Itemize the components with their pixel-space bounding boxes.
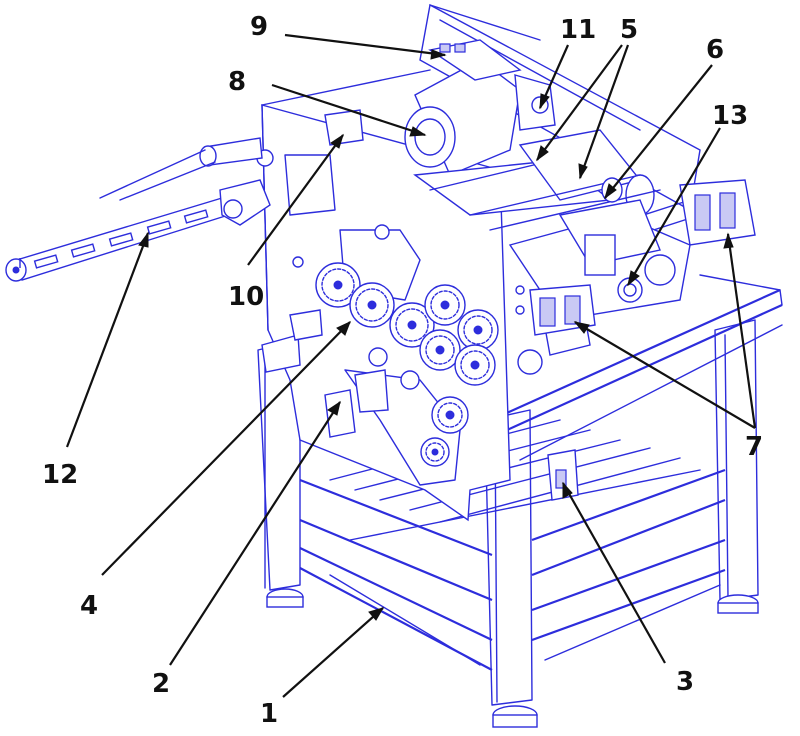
gear-i xyxy=(420,437,450,467)
leader-7b xyxy=(726,233,757,429)
leader-6 xyxy=(604,64,713,199)
leader-5a xyxy=(536,44,623,161)
callout-10: 10 xyxy=(228,282,264,312)
arrow-8 xyxy=(409,126,427,137)
leader-2 xyxy=(169,401,341,666)
callout-13: 13 xyxy=(712,101,748,131)
arrow-3 xyxy=(562,481,573,499)
arrow-7a xyxy=(573,321,590,334)
arrow-12 xyxy=(138,231,149,248)
arrow-9 xyxy=(430,49,447,60)
arrow-2 xyxy=(327,400,341,416)
gear-f xyxy=(419,329,461,371)
leader-lines xyxy=(65,33,757,698)
gear-train xyxy=(256,149,543,467)
arrow-11 xyxy=(539,93,550,110)
gear-e xyxy=(457,309,499,351)
arrow-13 xyxy=(627,270,640,287)
feed-arms xyxy=(5,137,271,282)
callout-12: 12 xyxy=(42,460,78,490)
arrow-7b xyxy=(723,232,734,249)
gear-d xyxy=(424,284,466,326)
brackets xyxy=(261,109,579,501)
arrow-5a xyxy=(536,145,549,162)
callout-11: 11 xyxy=(560,15,596,45)
arrow-6 xyxy=(604,183,617,200)
leader-5b xyxy=(578,44,630,179)
leader-10 xyxy=(247,134,344,266)
leader-9 xyxy=(284,33,446,57)
gear-h xyxy=(431,396,469,434)
callout-4: 4 xyxy=(80,591,98,621)
motor-housing xyxy=(404,3,701,212)
gear-b xyxy=(349,282,395,328)
callout-8: 8 xyxy=(228,67,246,97)
callout-3: 3 xyxy=(676,667,694,697)
gear-c xyxy=(389,302,435,348)
callout-2: 2 xyxy=(152,669,170,699)
callout-6: 6 xyxy=(706,35,724,65)
gear-g xyxy=(454,344,496,386)
callout-9: 9 xyxy=(250,12,268,42)
arrow-1 xyxy=(368,607,385,621)
leader-13 xyxy=(627,127,721,286)
callout-5: 5 xyxy=(620,15,638,45)
leader-7a xyxy=(574,321,756,429)
leader-4 xyxy=(101,321,351,576)
leader-8 xyxy=(271,83,426,137)
base-frame xyxy=(257,274,783,728)
arrow-10 xyxy=(330,133,344,149)
arrow-5b xyxy=(578,163,588,180)
right-assembly xyxy=(508,179,756,356)
leader-12 xyxy=(65,232,150,448)
leader-1 xyxy=(282,607,384,698)
gear-a xyxy=(315,262,361,308)
callout-1: 1 xyxy=(260,699,278,729)
leader-3 xyxy=(562,482,666,664)
arrow-4 xyxy=(336,321,351,336)
callout-7: 7 xyxy=(745,432,763,462)
callout-labels: 1 2 3 4 5 6 7 8 9 10 11 12 13 xyxy=(42,12,763,729)
